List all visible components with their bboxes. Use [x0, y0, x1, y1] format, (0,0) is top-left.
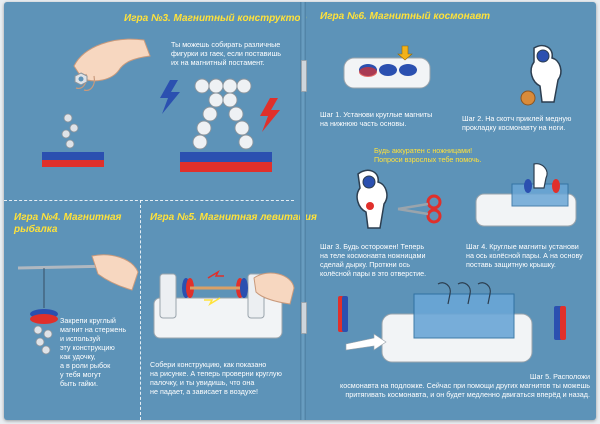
section-divider: [140, 200, 141, 420]
nut-icon: [74, 72, 88, 86]
step4-text: Шаг 4. Круглые магниты установи на ось к…: [466, 242, 583, 269]
base-stand-icon: [475, 163, 577, 227]
game4-text: Закрепи круглый магнит на стержень и исп…: [60, 316, 127, 388]
staple: [301, 302, 307, 334]
step1-text: Шаг 1. Установи круглые магниты на нижню…: [320, 110, 433, 128]
lightning-icon: [160, 80, 180, 114]
staple: [301, 60, 307, 92]
step5-text: Шаг 5. Расположи космонавта на подложке.…: [339, 372, 590, 399]
hand-icon: [73, 38, 151, 91]
base-stand-icon: [338, 282, 566, 363]
astronaut-icon: [356, 169, 388, 229]
lightning-icon: [260, 98, 280, 132]
game3-text: Ты можешь собирать различные фигурки из …: [171, 40, 281, 67]
magnet-icon: [42, 113, 104, 167]
game3-title: Игра №3. Магнитный конструктор: [124, 13, 307, 24]
fishing-rod-icon: [17, 254, 139, 308]
game4-title: Игра №4. Магнитная рыбалка: [14, 212, 122, 235]
scissors-warning: Будь аккуратен с ножницами! Попроси взро…: [374, 146, 482, 164]
step2-text: Шаг 2. На скотч приклей медную прокладку…: [462, 114, 572, 132]
base-stand-icon: [343, 45, 431, 89]
game5-text: Собери конструкцию, как показано на рису…: [150, 360, 282, 396]
scissors-icon: [397, 194, 442, 224]
booklet-spread: Игра №3. Магнитный конструктор Ты можешь…: [4, 2, 596, 420]
magnet-icon: [30, 309, 58, 355]
step3-text: Шаг 3. Будь осторожен! Теперь на теле ко…: [320, 242, 427, 278]
base-stand-icon: [153, 270, 295, 339]
booklet-spine: [300, 2, 306, 420]
nut-figure: [180, 78, 272, 172]
game5-title: Игра №5. Магнитная левитация: [150, 212, 317, 223]
game6-title: Игра №6. Магнитный космонавт: [320, 11, 491, 22]
astronaut-icon: [520, 44, 562, 106]
section-divider: [4, 200, 294, 201]
